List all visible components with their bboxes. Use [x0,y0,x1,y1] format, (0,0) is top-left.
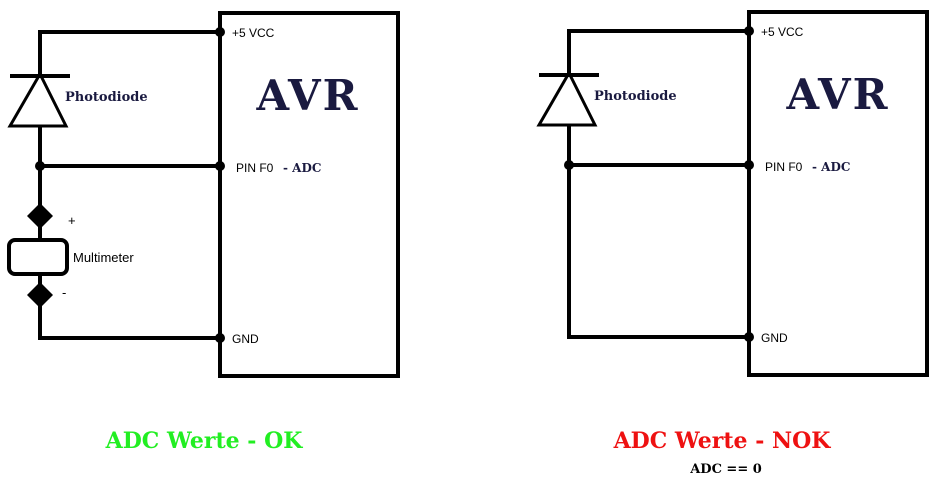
left-gnd-label: GND [232,332,259,346]
left-minus-label: - [62,285,66,300]
left-vcc-label: +5 VCC [232,26,275,40]
left-avr-label: AVR [255,71,359,120]
left-multimeter-label: Multimeter [73,250,134,265]
right-loop-wire [567,29,751,339]
right-avr-chip [747,10,929,377]
left-photodiode-label: Photodiode [65,90,148,105]
right-vcc-node [744,26,754,36]
left-pin-label: PIN F0 [236,161,274,175]
right-subcaption: ADC == 0 [689,462,762,477]
right-caption: ADC Werte - NOK [613,428,832,454]
right-pin-node [744,160,754,170]
left-adc-label: - ADC [283,161,321,175]
right-circuit: AVR Photodiode +5 VCC PIN F0 - ADC GND [536,10,929,377]
right-vcc-label: +5 VCC [761,25,804,39]
left-loop-wire [38,30,222,340]
right-photodiode-label: Photodiode [594,89,677,104]
right-adc-label: - ADC [812,160,850,174]
right-photodiode-symbol [536,69,598,127]
left-pin-node [215,161,225,171]
left-plus-label: + [68,213,76,228]
left-junction-node [35,161,45,171]
left-avr-chip [218,11,400,378]
left-meter-minus-terminal [27,282,53,308]
right-junction-node [564,160,574,170]
left-vcc-node [215,27,225,37]
right-gnd-label: GND [761,331,788,345]
left-multimeter-symbol [7,238,69,276]
left-meter-plus-terminal [27,203,53,229]
left-circuit: AVR Photodiode Multimeter + - +5 VCC PIN… [7,11,400,378]
left-gnd-node [215,333,225,343]
left-caption: ADC Werte - OK [105,428,304,454]
right-gnd-node [744,332,754,342]
left-photodiode-symbol [7,70,69,128]
right-avr-label: AVR [785,70,889,119]
right-pin-label: PIN F0 [765,160,803,174]
